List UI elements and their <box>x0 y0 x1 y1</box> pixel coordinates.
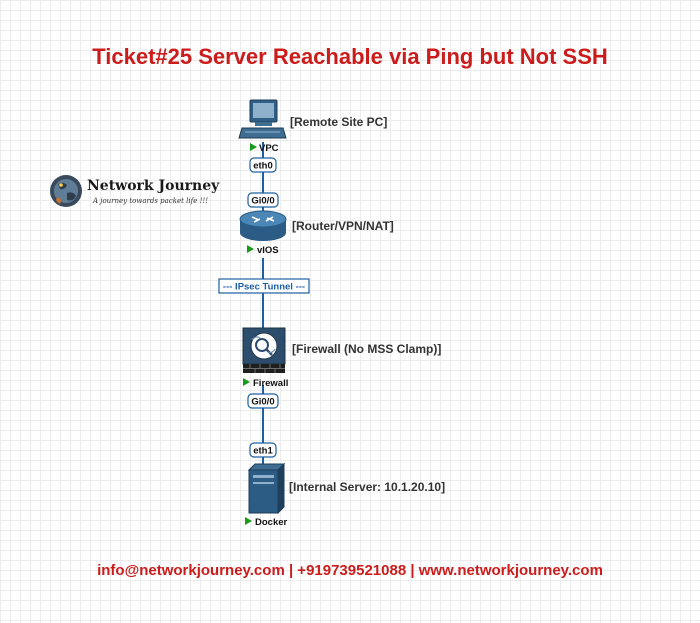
firewall-label: [Firewall (No MSS Clamp)] <box>292 342 441 356</box>
vpc-name: VPC <box>259 143 279 154</box>
port-label: eth0 <box>253 161 273 172</box>
port-label: Gi0/0 <box>251 196 274 207</box>
vios-label: [Router/VPN/NAT] <box>292 219 394 233</box>
play-icon <box>247 245 254 253</box>
vios-name: vIOS <box>257 245 279 256</box>
ipsec-tunnel-label: --- IPsec Tunnel --- <box>218 278 310 294</box>
logo-name: Network Journey <box>87 178 220 194</box>
firewall-icon <box>242 327 286 373</box>
server-icon <box>247 462 286 515</box>
globe-logo-icon <box>50 175 82 207</box>
network-journey-logo: Network Journey A journey towards packet… <box>50 175 220 207</box>
play-icon <box>250 143 257 151</box>
play-icon <box>243 378 250 386</box>
play-icon <box>245 517 252 525</box>
port-label: Gi0/0 <box>251 397 274 408</box>
logo-tagline: A journey towards packet life !!! <box>92 197 208 205</box>
port-label: eth1 <box>253 446 273 457</box>
port-vios-gi0-0: Gi0/0 <box>247 192 279 208</box>
docker-label: [Internal Server: 10.1.20.10] <box>289 480 445 494</box>
firewall-name: Firewall <box>253 378 288 389</box>
port-firewall-gi0-0: Gi0/0 <box>247 393 279 409</box>
tunnel-text: --- IPsec Tunnel --- <box>223 282 305 293</box>
port-docker-eth1: eth1 <box>249 442 277 458</box>
vpc-label: [Remote Site PC] <box>290 115 387 129</box>
port-vpc-eth0: eth0 <box>249 157 277 173</box>
contact-footer: info@networkjourney.com | +919739521088 … <box>97 562 603 579</box>
router-icon <box>239 210 287 241</box>
diagram-title: Ticket#25 Server Reachable via Ping but … <box>92 44 608 69</box>
firewall-node[interactable]: [Firewall (No MSS Clamp)] Firewall <box>242 327 441 389</box>
vpc-node[interactable]: [Remote Site PC] VPC <box>238 99 387 154</box>
docker-name: Docker <box>255 517 288 528</box>
pc-icon <box>238 99 287 139</box>
docker-node[interactable]: [Internal Server: 10.1.20.10] Docker <box>245 462 445 528</box>
vios-node[interactable]: [Router/VPN/NAT] vIOS <box>239 210 394 256</box>
